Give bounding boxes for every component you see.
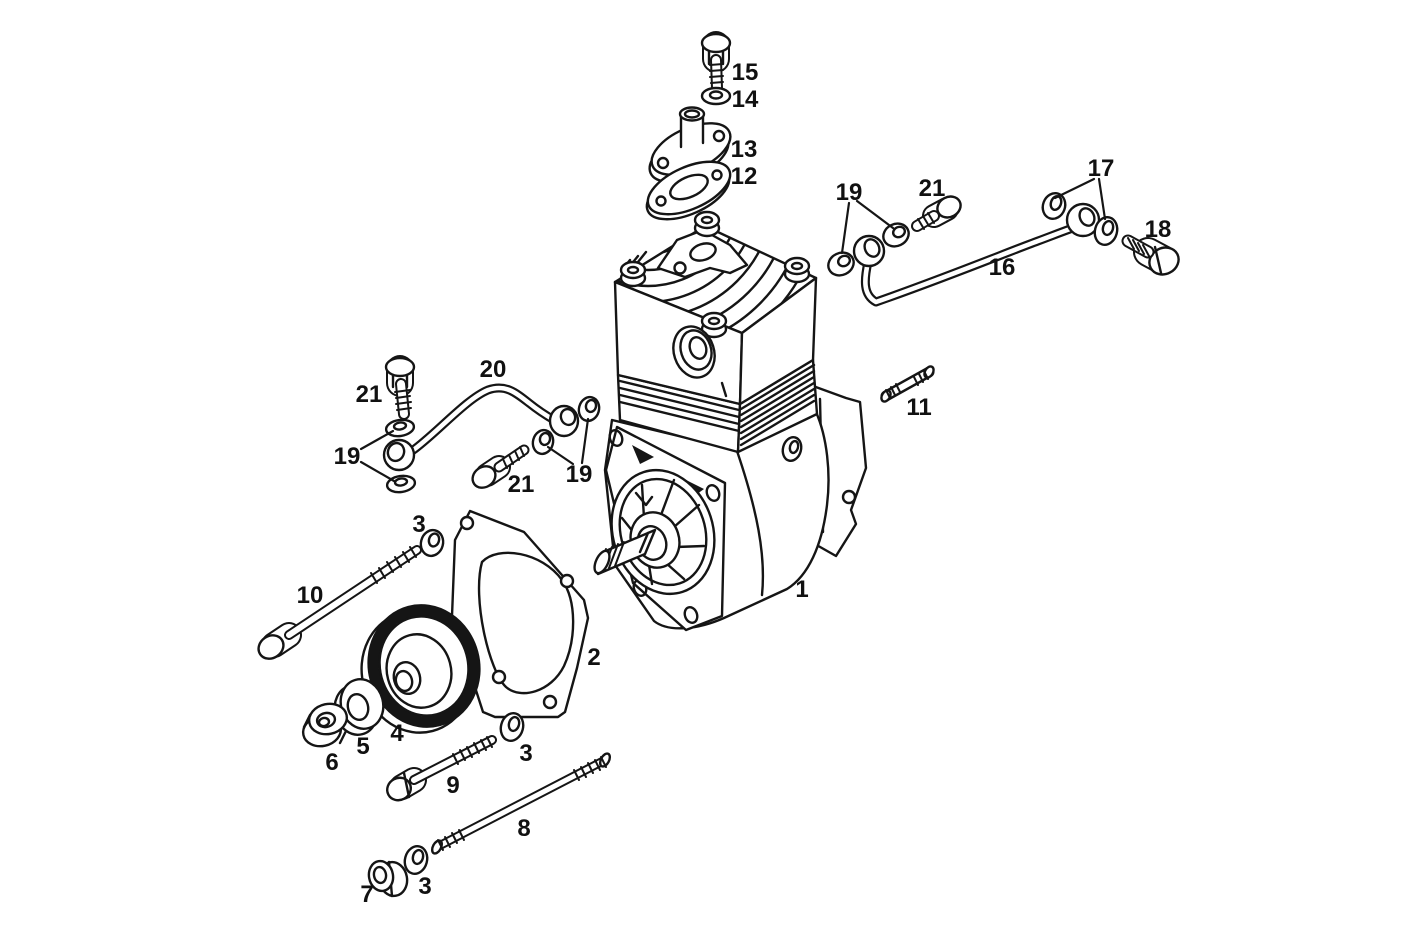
callout-2: 2 xyxy=(587,644,600,671)
washer-17-a xyxy=(1041,192,1067,220)
part-1-compressor-body xyxy=(593,210,868,632)
part-20-pipe-assembly xyxy=(382,355,601,494)
part-3-washer-a xyxy=(419,528,445,558)
head-port xyxy=(672,325,716,379)
head-top-bracket xyxy=(656,228,749,279)
washer-17-b xyxy=(1093,215,1119,247)
washer-19-f xyxy=(531,428,555,456)
crankshaft-stub xyxy=(593,528,657,576)
leader-line xyxy=(546,445,575,466)
callout-21: 21 xyxy=(356,381,383,408)
part-18-banjo-bolt xyxy=(1121,234,1180,276)
leader-line xyxy=(1053,177,1096,200)
part-6-nut xyxy=(301,702,349,748)
callout-7: 7 xyxy=(360,881,373,908)
part-21-banjo-bolt-right xyxy=(911,195,962,232)
callout-6: 6 xyxy=(325,749,338,776)
callout-4: 4 xyxy=(390,720,404,747)
banjo-union-20-right xyxy=(548,404,580,438)
part-9-bolt xyxy=(386,735,497,802)
part-12-gasket xyxy=(645,160,732,221)
leader-line xyxy=(359,460,396,483)
callout-18: 18 xyxy=(1145,216,1172,243)
banjo-union-left xyxy=(852,234,886,268)
leader-line xyxy=(855,199,895,230)
part-8-stud xyxy=(430,752,612,855)
washer-19-c xyxy=(384,418,416,438)
part-11-stud xyxy=(880,365,935,403)
part-21-banjo-bolt-vertical xyxy=(384,355,416,420)
callout-3: 3 xyxy=(412,511,425,538)
callout-21: 21 xyxy=(919,175,946,202)
callout-1: 1 xyxy=(795,576,808,603)
callout-15: 15 xyxy=(732,59,759,86)
callout-3: 3 xyxy=(418,873,431,900)
leader-line xyxy=(580,417,590,465)
compressor-cylinder-head xyxy=(613,210,818,406)
part-10-bolt xyxy=(257,545,422,660)
callout-19: 19 xyxy=(836,179,863,206)
callout-17: 17 xyxy=(1088,155,1115,182)
compressor-front-flange xyxy=(593,425,727,632)
head-bolt xyxy=(783,256,811,284)
callout-19: 19 xyxy=(334,443,361,470)
part-15-bolt xyxy=(700,31,732,94)
part-5-lock-washer xyxy=(333,678,385,736)
part-7-nut xyxy=(367,859,409,898)
callout-5: 5 xyxy=(356,733,369,760)
callout-19: 19 xyxy=(566,461,593,488)
part-16-pipe-assembly xyxy=(827,192,1180,307)
banjo-union-20-left xyxy=(382,438,416,472)
leader-line xyxy=(359,429,395,451)
part-2-gasket-plate xyxy=(450,509,590,719)
head-bolt xyxy=(700,311,728,339)
leader-line xyxy=(840,201,851,255)
leader-line xyxy=(1097,177,1107,221)
callout-3: 3 xyxy=(519,740,532,767)
part-3-washer-b xyxy=(499,711,525,743)
callout-20: 20 xyxy=(480,356,507,383)
callout-9: 9 xyxy=(446,772,459,799)
part-14-washer xyxy=(700,86,732,106)
part-21-banjo-bolt-mid xyxy=(471,444,530,489)
callout-8: 8 xyxy=(517,815,530,842)
callout-11: 11 xyxy=(906,394,931,421)
head-bolt xyxy=(693,210,721,238)
callout-21: 21 xyxy=(508,471,535,498)
callout-12: 12 xyxy=(731,163,758,190)
washer-19-b xyxy=(882,222,910,248)
part-4-drive-gear xyxy=(360,604,481,734)
callout-14: 14 xyxy=(732,86,759,113)
washer-19-e xyxy=(577,395,601,423)
washer-19-d xyxy=(385,474,417,494)
head-bolt xyxy=(619,260,647,288)
part-3-washer-c xyxy=(403,844,429,876)
callout-13: 13 xyxy=(731,136,758,163)
callout-16: 16 xyxy=(989,254,1016,281)
washer-19-a xyxy=(827,251,855,277)
callout-10: 10 xyxy=(297,582,324,609)
